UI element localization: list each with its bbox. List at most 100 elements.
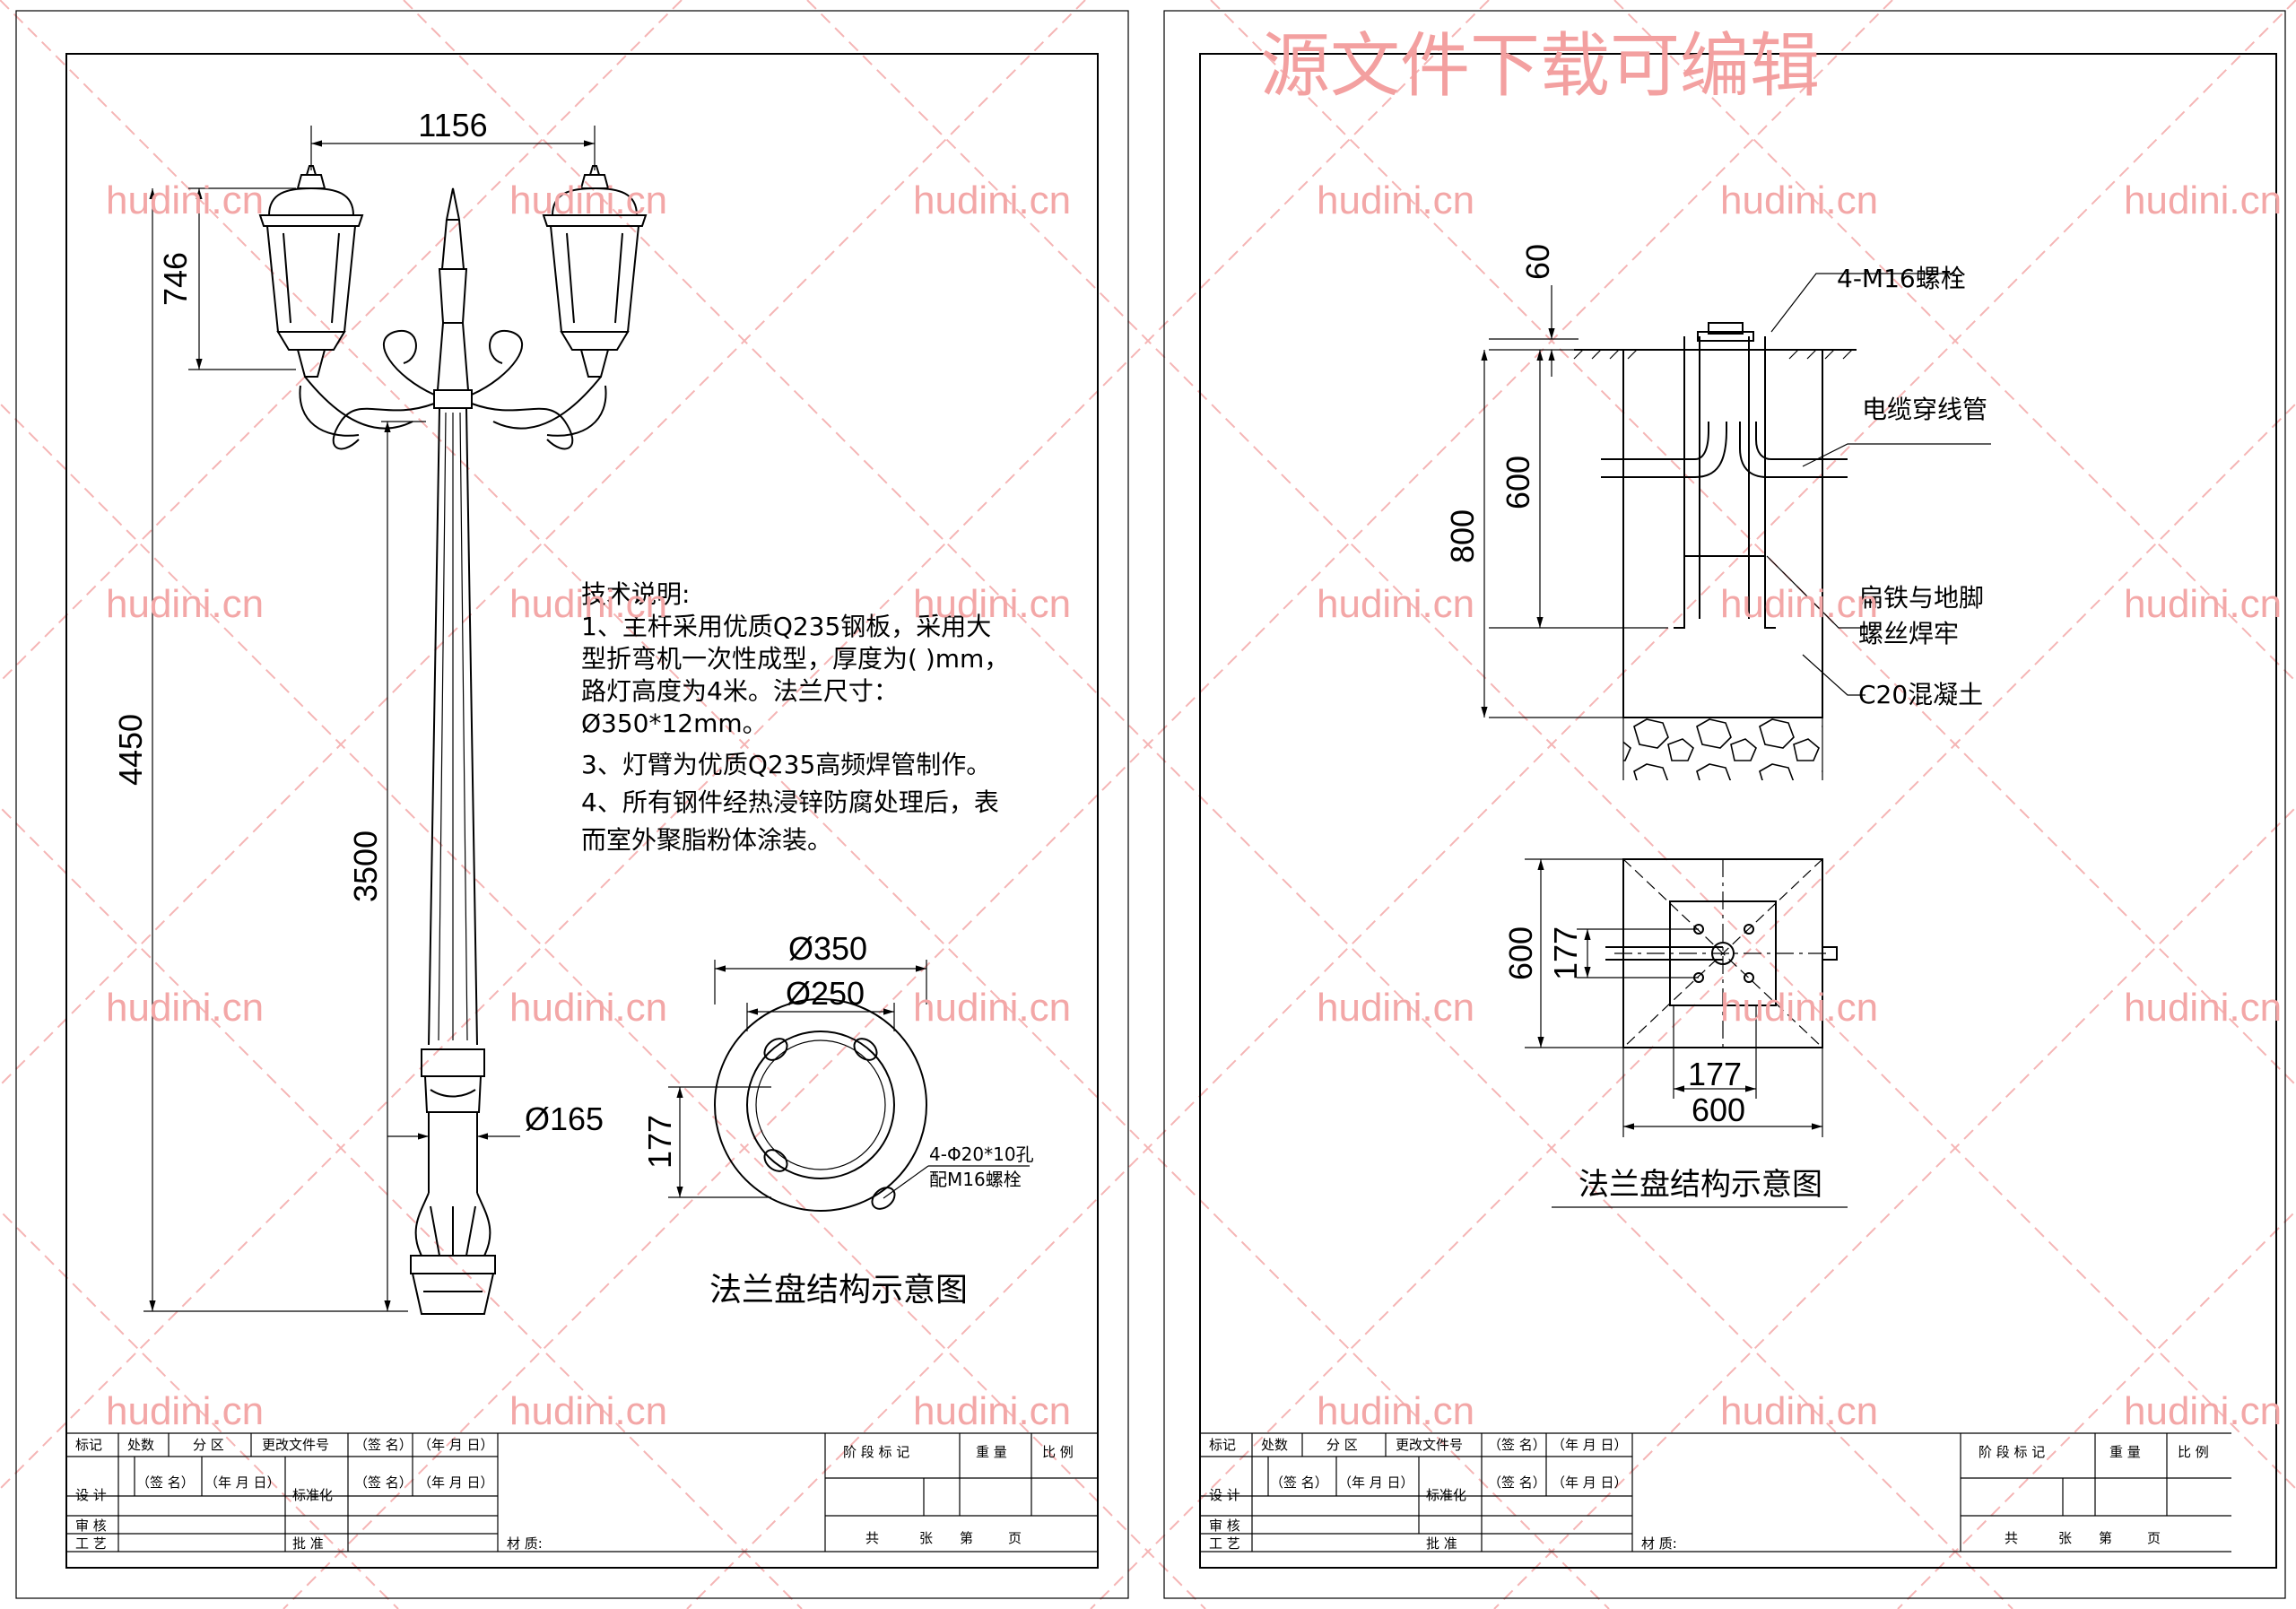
dim-flange-bolt-circle: Ø250 [786, 975, 865, 1012]
tb-sign: （签 名） [1488, 1437, 1546, 1453]
tb-no: 第 [960, 1530, 973, 1546]
flange-caption-right: 法兰盘结构示意图 [1578, 1167, 1822, 1203]
tb-design-sign: （签 名） [136, 1474, 195, 1491]
flange-bolts-note: 配M16螺栓 [929, 1169, 1022, 1190]
tb-sign: （签 名） [354, 1437, 413, 1453]
watermark-site: hudini.cn [2124, 582, 2282, 626]
watermark-sites: hudini.cn hudini.cn hudini.cn hudini.cn … [106, 178, 2282, 1433]
tb-std-date: （年 月 日） [1552, 1474, 1628, 1491]
tb-scale: 比 例 [1042, 1444, 1074, 1460]
tb-standard: 标准化 [1426, 1487, 1466, 1503]
watermark-site: hudini.cn [106, 1389, 264, 1433]
dim-plan-side: 600 [1502, 926, 1539, 980]
note-line: 3、灯臂为优质Q235高频焊管制作。 [581, 750, 991, 779]
technical-notes: 技术说明: 1、主杆采用优质Q235钢板，采用大 型折弯机一次性成型，厚度为( … [581, 579, 1009, 855]
tb-process: 工 艺 [1209, 1535, 1240, 1552]
note-line: 1、主杆采用优质Q235钢板，采用大 [581, 612, 991, 641]
tb-std-sign: （签 名） [1488, 1474, 1546, 1491]
tb-stage: 阶 段 标 记 [843, 1444, 909, 1460]
foundation-plan [1525, 858, 1848, 1208]
tb-review: 审 核 [75, 1518, 107, 1534]
tb-no: 第 [2099, 1530, 2112, 1546]
tb-design: 设 计 [1209, 1487, 1240, 1503]
dim-protrusion: 60 [1519, 244, 1556, 280]
watermark-site: hudini.cn [2124, 1389, 2282, 1433]
tb-change-doc: 更改文件号 [1396, 1437, 1463, 1453]
watermark-site: hudini.cn [106, 582, 264, 626]
dim-arm-span: 1156 [418, 107, 487, 144]
watermark-site: hudini.cn [1317, 178, 1474, 222]
watermark-site: hudini.cn [1720, 1389, 1878, 1433]
tb-date: （年 月 日） [1552, 1437, 1628, 1453]
dim-plan-bolt-v: 177 [1547, 926, 1584, 980]
tb-material: 材 质: [1641, 1535, 1677, 1552]
tb-approve: 批 准 [1426, 1535, 1457, 1552]
watermark-site: hudini.cn [509, 178, 667, 222]
note-line: Ø350*12mm。 [581, 709, 768, 738]
notes-title: 技术说明: [581, 579, 690, 609]
watermark-site: hudini.cn [1317, 986, 1474, 1030]
right-sheet-frame [1163, 10, 2286, 1599]
watermark-site: hudini.cn [1720, 178, 1878, 222]
dim-total-height: 4450 [112, 714, 149, 786]
tb-total: 共 [865, 1530, 879, 1546]
tb-design-sign: （签 名） [1270, 1474, 1328, 1491]
tb-design-date: （年 月 日） [1338, 1474, 1414, 1491]
tb-sheets: 张 [919, 1530, 933, 1546]
tb-std-date: （年 月 日） [418, 1474, 494, 1491]
watermark-site: hudini.cn [1720, 582, 1878, 626]
tb-approve: 批 准 [292, 1535, 324, 1552]
tb-zone: 分 区 [1326, 1437, 1358, 1453]
tb-scale: 比 例 [2178, 1444, 2209, 1460]
watermark-title: 源文件下载可编辑 [1260, 26, 1820, 107]
tb-count: 处数 [127, 1437, 154, 1453]
watermark-site: hudini.cn [1317, 1389, 1474, 1433]
watermark-site: hudini.cn [509, 986, 667, 1030]
left-dimensions [144, 126, 596, 1312]
flange-caption-left: 法兰盘结构示意图 [709, 1272, 968, 1309]
note-line: 4、所有钢件经热浸锌防腐处理后，表 [581, 787, 999, 817]
dim-plan-width: 600 [1692, 1092, 1745, 1128]
tb-design-date: （年 月 日） [204, 1474, 281, 1491]
left-sheet-frame [15, 10, 1129, 1599]
tb-count: 处数 [1261, 1437, 1288, 1453]
watermark-site: hudini.cn [913, 178, 1071, 222]
title-block-left [66, 1432, 1098, 1552]
tb-design: 设 计 [75, 1487, 107, 1503]
tb-total: 共 [2005, 1530, 2018, 1546]
tb-std-sign: （签 名） [354, 1474, 413, 1491]
tb-stage: 阶 段 标 记 [1979, 1444, 2045, 1460]
dim-plan-bolt-h: 177 [1688, 1056, 1742, 1092]
title-block-right [1200, 1432, 2231, 1552]
watermark-site: hudini.cn [509, 1389, 667, 1433]
note-line: 路灯高度为4米。法兰尺寸： [581, 676, 899, 706]
tb-page: 页 [1008, 1530, 1022, 1546]
watermark-site: hudini.cn [1317, 582, 1474, 626]
tb-mark: 标记 [75, 1437, 102, 1453]
callout-bolts: 4-M16螺栓 [1837, 264, 1966, 293]
dim-embed-depth: 600 [1500, 456, 1536, 509]
tb-date: （年 月 日） [418, 1437, 494, 1453]
watermark-site: hudini.cn [1720, 986, 1878, 1030]
foundation-dimensions [1481, 285, 1668, 718]
callout-conduit: 电缆穿线管 [1862, 395, 1987, 424]
tb-zone: 分 区 [193, 1437, 224, 1453]
tb-material: 材 质: [507, 1535, 543, 1552]
tb-weight: 重 量 [2109, 1444, 2141, 1460]
dim-foundation-depth: 800 [1444, 509, 1481, 563]
tb-standard: 标准化 [292, 1487, 333, 1503]
tb-mark: 标记 [1209, 1437, 1236, 1453]
foundation-section [1573, 273, 1991, 780]
callout-weld-1: 扁铁与地脚 [1858, 583, 1984, 613]
callout-weld-2: 螺丝焊牢 [1858, 619, 1959, 648]
watermark-site: hudini.cn [2124, 178, 2282, 222]
note-line: 而室外聚脂粉体涂装。 [581, 825, 832, 855]
dim-lower-pole-height: 3500 [347, 831, 384, 902]
dim-lantern-height: 746 [157, 252, 194, 306]
flange-holes-note: 4-Φ20*10孔 [929, 1144, 1034, 1165]
dim-pole-diameter: Ø165 [525, 1100, 604, 1137]
tb-change-doc: 更改文件号 [262, 1437, 329, 1453]
tb-sheets: 张 [2058, 1530, 2072, 1546]
